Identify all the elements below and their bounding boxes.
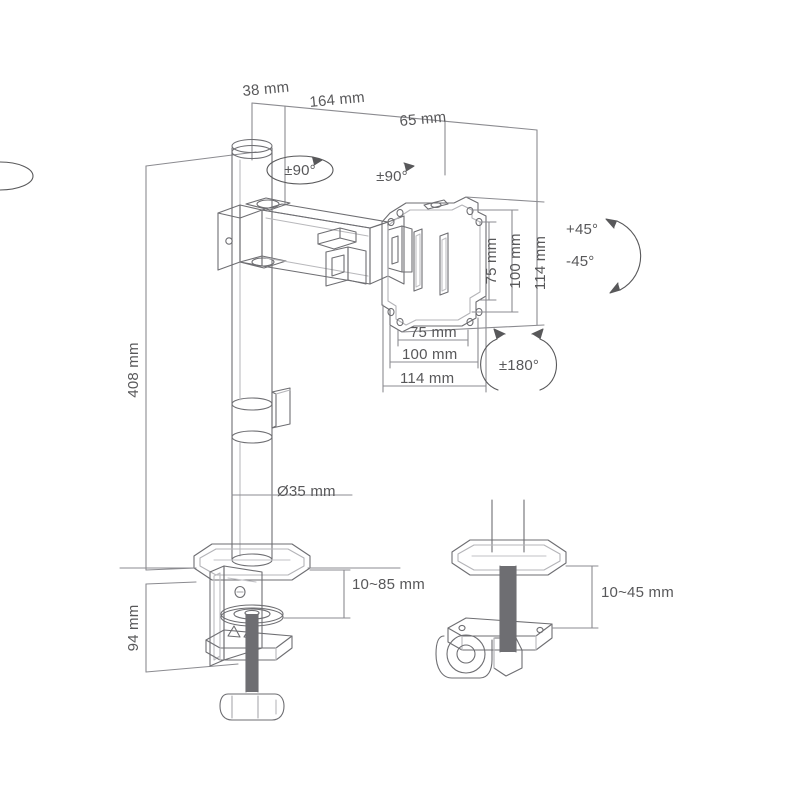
arm-swivel-label: ±90°: [376, 168, 408, 185]
left-dimension-chain: [145, 151, 257, 673]
dim-408mm: 408 mm: [125, 342, 142, 397]
cable-clip: [271, 387, 291, 429]
horizontal-arm: [217, 197, 405, 287]
tilt-up-label: +45°: [566, 221, 598, 238]
dim-vesa-h-100: 100 mm: [402, 346, 457, 363]
grommet-base: [435, 499, 567, 679]
vertical-pole: [231, 138, 273, 567]
grommet-thickness-dimension: [551, 565, 599, 629]
pole-swivel-indicator: [266, 155, 334, 185]
dim-vesa-v-75: 75 mm: [483, 238, 500, 285]
vesa-horizontal-dimensions: [382, 295, 487, 393]
dim-vesa-v-114: 114 mm: [532, 236, 549, 290]
tilt-knuckle: [387, 225, 413, 273]
head-rotation-label: ±180°: [499, 357, 539, 374]
top-dimension-chain: [251, 102, 538, 211]
dim-164mm: 164 mm: [309, 89, 366, 111]
vesa-mount-plate: [381, 196, 487, 333]
dim-65mm: 65 mm: [399, 109, 447, 130]
head-rotation-indicator: [480, 328, 558, 391]
dim-vesa-h-114: 114 mm: [400, 370, 454, 387]
dim-94mm: 94 mm: [125, 605, 142, 652]
dim-clamp-thickness: 10~85 mm: [352, 576, 425, 593]
tilt-down-label: -45°: [566, 253, 594, 270]
arm-swivel-indicator: [0, 161, 415, 191]
dim-38mm: 38 mm: [242, 79, 290, 100]
c-clamp-base: [119, 543, 401, 721]
clamp-thickness-dimension: [283, 569, 351, 619]
vesa-vertical-dimensions: [401, 196, 545, 333]
pole-swivel-label: ±90°: [284, 162, 316, 179]
dim-vesa-v-100: 100 mm: [507, 233, 524, 288]
dim-vesa-h-75: 75 mm: [410, 324, 457, 341]
dim-grommet-thickness: 10~45 mm: [601, 584, 674, 601]
tilt-indicator: [605, 218, 642, 294]
dim-pole-diameter: Ø35 mm: [277, 483, 336, 500]
